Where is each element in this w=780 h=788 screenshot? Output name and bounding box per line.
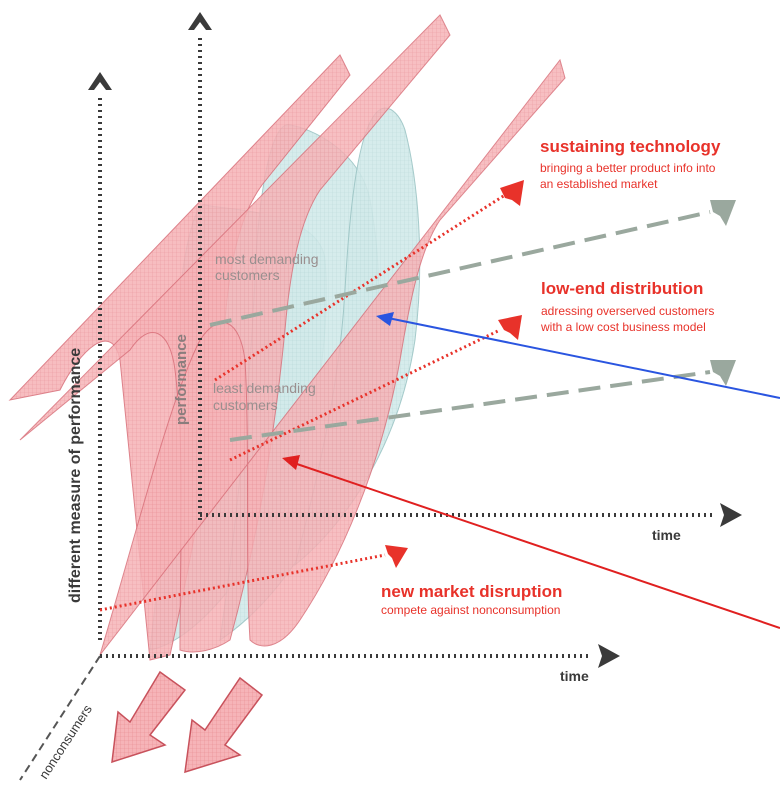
pointer-red-line	[293, 462, 780, 629]
newmarket-desc-1: compete against nonconsumption	[381, 603, 560, 617]
time-upper-label: time	[652, 527, 681, 543]
pointer-blue-line	[387, 317, 780, 399]
time-upper-arrowhead-icon	[720, 503, 742, 527]
axis-nonconsumers	[19, 655, 101, 781]
least-demanding-label-2: customers	[213, 397, 278, 413]
axis-performance-arrowhead-icon	[188, 12, 212, 30]
time-lower-arrowhead-icon	[598, 644, 620, 668]
newmarket-title: new market disruption	[381, 582, 562, 601]
performance-axis-label: performance	[173, 334, 190, 425]
down-arrow-left-icon	[111, 670, 187, 764]
axis-different-measure-arrowhead-icon	[88, 72, 112, 90]
most-demanding-label-1: most demanding	[215, 251, 319, 267]
newmarket-arrow-icon	[385, 545, 408, 568]
gray-lower-arrow-icon	[710, 360, 736, 386]
trend-sustaining-line	[214, 193, 506, 382]
down-arrow-right-icon	[184, 676, 264, 774]
nonconsumers-label: nonconsumers	[36, 702, 95, 782]
pointer-blue-head-icon	[376, 312, 394, 326]
lowend-desc-1: adressing overserved customers	[541, 304, 714, 318]
time-lower-label: time	[560, 668, 589, 684]
lowend-desc-2: with a low cost business model	[540, 320, 706, 334]
least-demanding-label-1: least demanding	[213, 380, 316, 396]
sustaining-arrow-icon	[500, 180, 524, 206]
sustaining-desc-2: an established market	[540, 177, 658, 191]
trend-newmarket-line	[99, 553, 386, 612]
pointer-red-head-icon	[282, 455, 300, 470]
most-demanding-label-2: customers	[215, 267, 280, 283]
sustaining-desc-1: bringing a better product info into	[540, 161, 716, 175]
lowend-title: low-end distribution	[541, 279, 703, 298]
trend-gray-lower	[229, 370, 711, 442]
sustaining-title: sustaining technology	[540, 137, 721, 156]
lowend-arrow-icon	[498, 315, 522, 340]
trend-gray-upper	[209, 210, 711, 327]
gray-upper-arrow-icon	[710, 200, 736, 226]
red-plane-front	[99, 58, 566, 656]
different-measure-axis-label: different measure of performance	[67, 348, 84, 603]
